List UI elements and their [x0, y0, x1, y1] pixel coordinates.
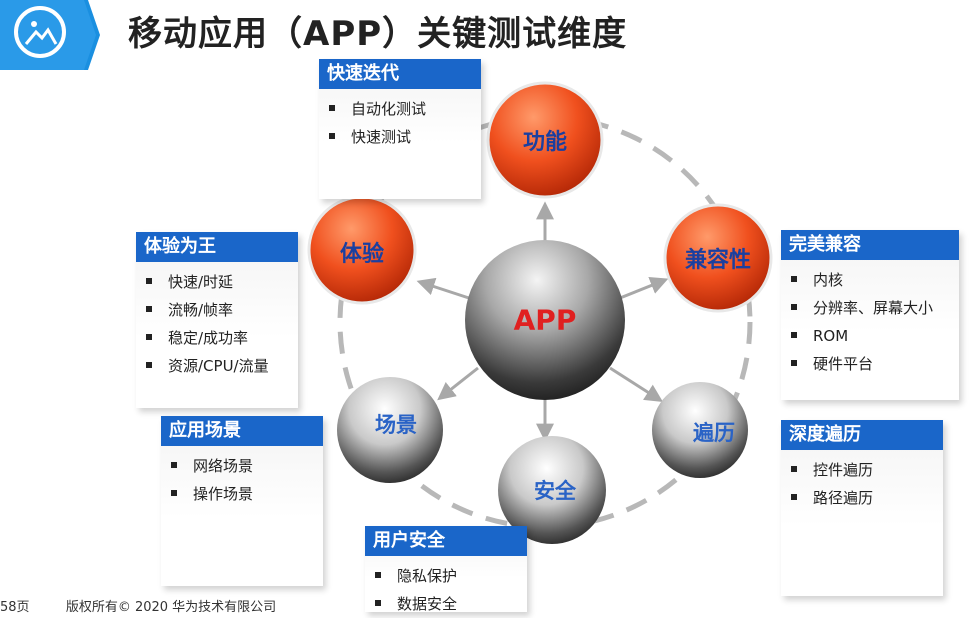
bullet-icon	[791, 465, 797, 472]
bullet-icon	[171, 489, 177, 496]
list-item-text: 控件遍历	[813, 461, 874, 479]
logo-tab	[0, 0, 100, 70]
list-item: 数据安全	[375, 590, 527, 618]
panel-wanmei: 完美兼容 内核 分辨率、屏幕大小 ROM 硬件平台	[781, 230, 959, 400]
bullet-icon	[146, 333, 152, 340]
list-item: 路径遍历	[791, 484, 943, 512]
footer: 58页 版权所有© 2020 华为技术有限公司	[0, 596, 276, 615]
node-label-tiyan: 体验	[339, 242, 385, 267]
list-item: 网络场景	[171, 452, 323, 480]
bullet-icon	[329, 132, 335, 139]
list-item-text: 网络场景	[193, 457, 254, 475]
list-item-text: 操作场景	[193, 485, 254, 503]
list-item: 硬件平台	[791, 350, 959, 378]
panel-title: 快速迭代	[319, 59, 481, 89]
arrow-changjing	[437, 366, 479, 401]
list-item: ROM	[791, 322, 959, 350]
list-item-text: 快速/时延	[168, 273, 234, 291]
arrow-bianli	[609, 366, 664, 402]
panel-tiyan: 体验为王 快速/时延 流畅/帧率 稳定/成功率 资源/CPU/流量	[136, 232, 298, 408]
bullet-icon	[146, 361, 152, 368]
list-item-text: ROM	[813, 327, 849, 345]
bullet-icon	[791, 493, 797, 500]
list-item: 操作场景	[171, 480, 323, 508]
list-item-text: 硬件平台	[813, 355, 874, 373]
node-center	[465, 240, 625, 400]
node-label-anquan: 安全	[534, 479, 576, 503]
bullet-icon	[791, 331, 797, 338]
list-item-text: 快速测试	[351, 128, 412, 146]
bullet-icon	[329, 104, 335, 111]
image-icon	[0, 0, 100, 70]
list-item-text: 分辨率、屏幕大小	[813, 299, 934, 317]
panel-title: 体验为王	[136, 232, 298, 262]
panel-shendu: 深度遍历 控件遍历 路径遍历	[781, 420, 943, 596]
bullet-icon	[791, 275, 797, 282]
node-changjing	[337, 377, 443, 483]
list-item: 控件遍历	[791, 456, 943, 484]
page-title: 移动应用（APP）关键测试维度	[128, 14, 628, 54]
node-jianrong	[663, 203, 773, 313]
node-label-changjing: 场景	[375, 413, 417, 437]
node-label-jianrong: 兼容性	[684, 248, 752, 273]
list-item: 内核	[791, 266, 959, 294]
node-gongneng	[486, 81, 604, 199]
bullet-icon	[375, 599, 381, 606]
page-number: 58页	[0, 600, 30, 615]
list-item-text: 稳定/成功率	[168, 329, 249, 347]
arrow-tiyan	[416, 277, 476, 302]
panel-kuaisu: 快速迭代 自动化测试 快速测试	[319, 59, 481, 199]
list-item: 流畅/帧率	[146, 296, 298, 324]
list-item-text: 隐私保护	[397, 567, 458, 585]
dashed-ring	[337, 114, 753, 530]
list-item: 资源/CPU/流量	[146, 352, 298, 380]
list-item: 自动化测试	[329, 95, 481, 123]
panel-yingyong: 应用场景 网络场景 操作场景	[161, 416, 323, 586]
list-item-text: 数据安全	[397, 595, 458, 613]
list-item-text: 自动化测试	[351, 100, 427, 118]
bullet-icon	[146, 277, 152, 284]
list-item-text: 内核	[813, 271, 844, 289]
center-label: APP	[513, 303, 577, 337]
node-label-bianli: 遍历	[693, 421, 735, 445]
bullet-icon	[146, 305, 152, 312]
bullet-icon	[171, 461, 177, 468]
list-item-text: 路径遍历	[813, 489, 874, 507]
arrow-jianrong	[614, 276, 669, 302]
panel-yonghu: 用户安全 隐私保护 数据安全	[365, 526, 527, 613]
node-label-gongneng: 功能	[522, 130, 568, 155]
panel-title: 深度遍历	[781, 420, 943, 450]
node-anquan	[498, 436, 606, 544]
list-item-text: 流畅/帧率	[168, 301, 234, 319]
bullet-icon	[791, 359, 797, 366]
list-item: 快速测试	[329, 123, 481, 151]
list-item-text: 资源/CPU/流量	[168, 357, 269, 375]
list-item: 分辨率、屏幕大小	[791, 294, 959, 322]
copyright-text: 版权所有© 2020 华为技术有限公司	[65, 600, 277, 615]
panel-title: 用户安全	[365, 526, 527, 556]
panel-title: 完美兼容	[781, 230, 959, 260]
list-item: 快速/时延	[146, 268, 298, 296]
bullet-icon	[375, 571, 381, 578]
list-item: 稳定/成功率	[146, 324, 298, 352]
bullet-icon	[791, 303, 797, 310]
panel-title: 应用场景	[161, 416, 323, 446]
list-item: 隐私保护	[375, 562, 527, 590]
node-bianli	[652, 382, 748, 478]
